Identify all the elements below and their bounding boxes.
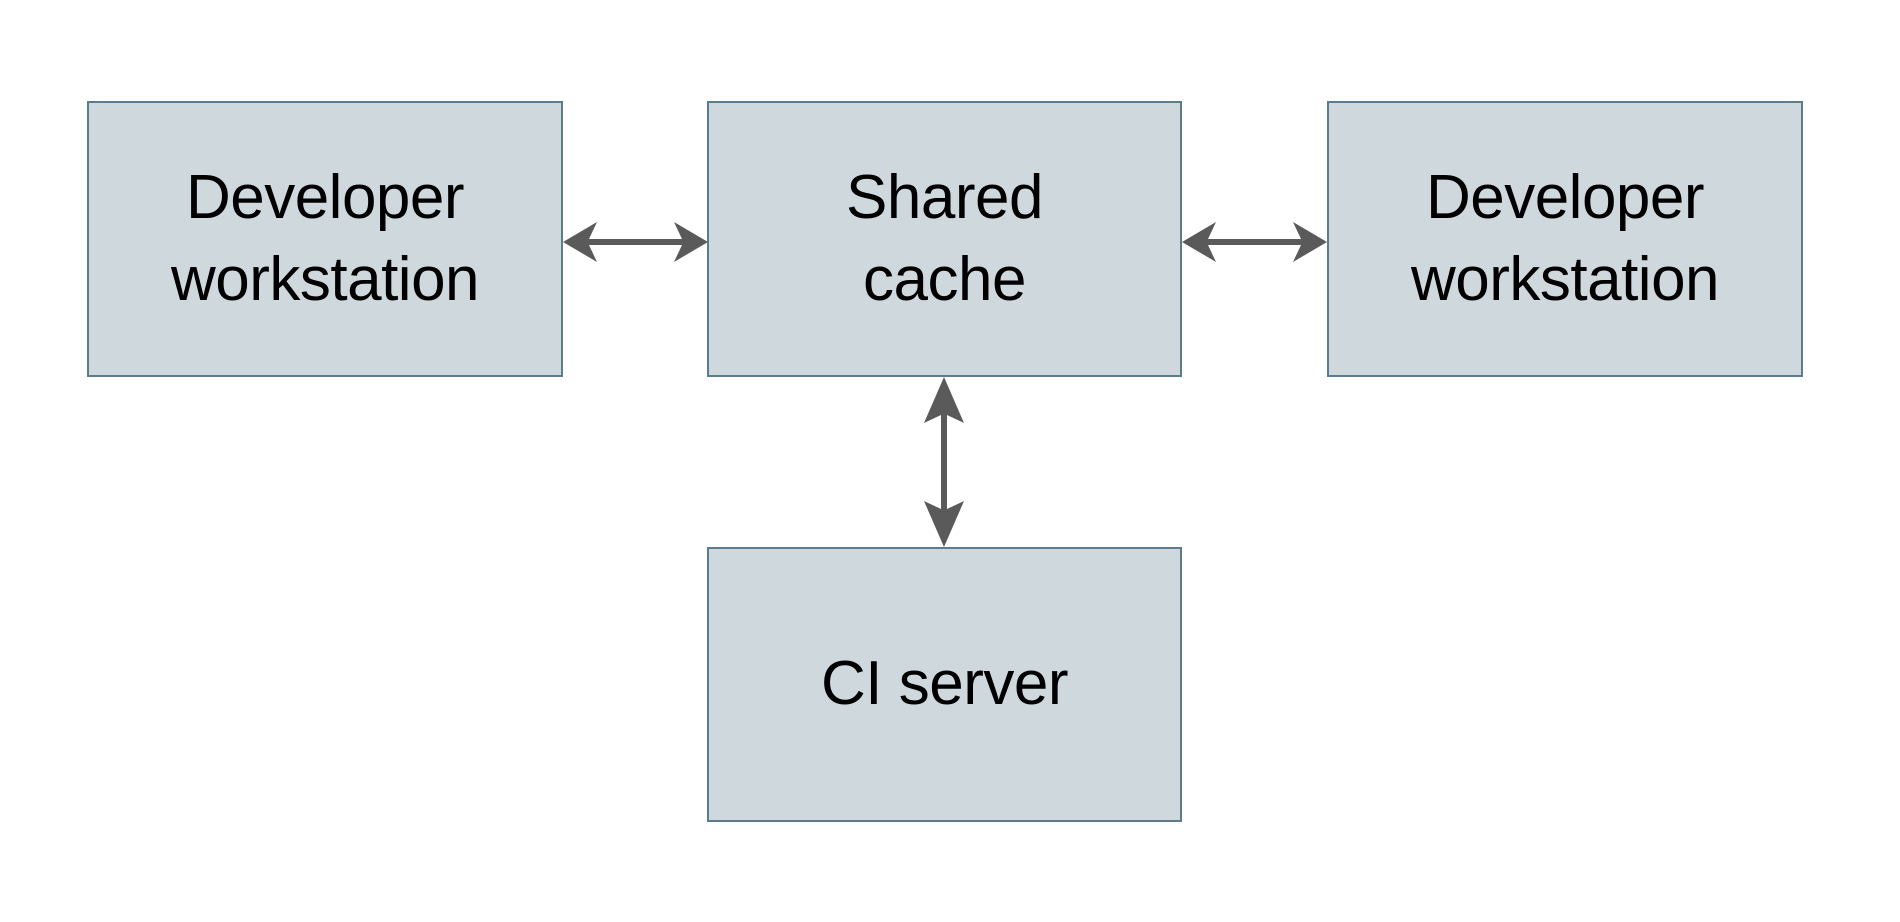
edge-cache-to-dev-right bbox=[1182, 212, 1327, 272]
node-ci-server[interactable]: CI server bbox=[707, 547, 1182, 822]
node-shared-cache[interactable]: Shared cache bbox=[707, 101, 1182, 377]
node-dev-workstation-right[interactable]: Developer workstation bbox=[1327, 101, 1803, 377]
bidirectional-arrow-icon bbox=[1182, 222, 1327, 262]
node-label: CI server bbox=[821, 649, 1068, 719]
edge-dev-left-to-cache bbox=[563, 212, 708, 272]
node-label: Developer workstation bbox=[170, 162, 480, 314]
node-label: Developer workstation bbox=[1410, 162, 1720, 314]
bidirectional-arrow-icon bbox=[563, 222, 708, 262]
node-dev-workstation-left[interactable]: Developer workstation bbox=[87, 101, 563, 377]
bidirectional-arrow-icon bbox=[924, 377, 964, 547]
edge-cache-to-ci-server bbox=[914, 377, 974, 547]
node-label: Shared cache bbox=[846, 162, 1043, 314]
